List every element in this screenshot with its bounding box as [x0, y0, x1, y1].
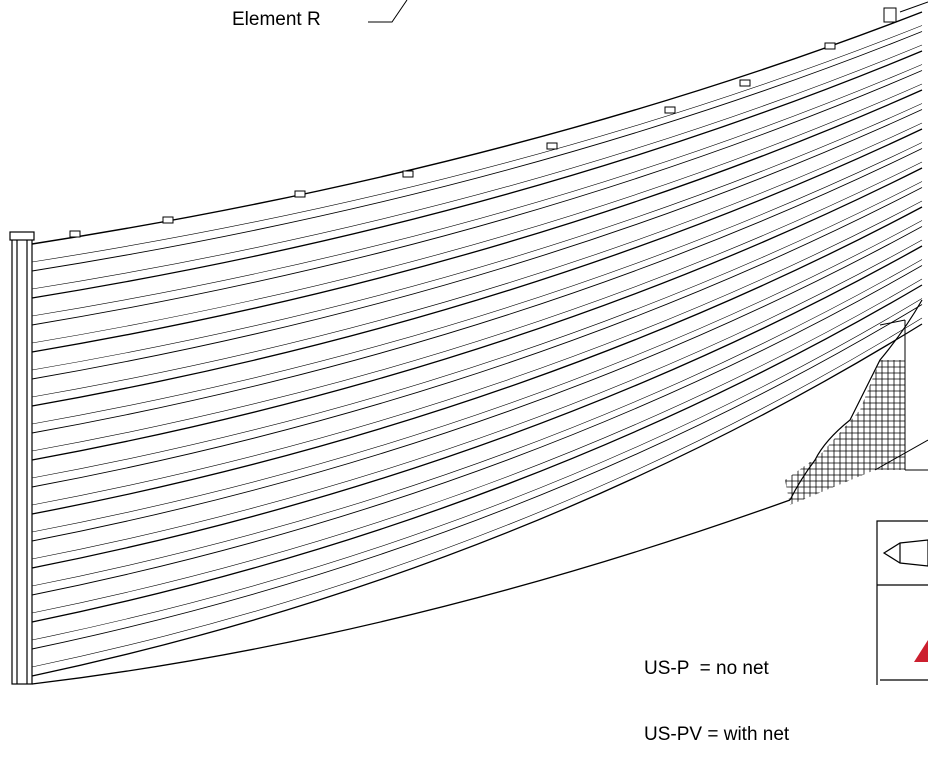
fence-panel-strips: [31, 11, 923, 685]
legend-code: US-PV: [644, 724, 703, 745]
legend-item-us-p: US-P = no net: [644, 658, 789, 680]
legend: US-P = no net US-PV = with net: [644, 614, 789, 768]
legend-code: US-P: [644, 658, 690, 679]
end-post: [9, 231, 35, 685]
warning-triangle-icon: [914, 640, 928, 662]
support-frame: [874, 319, 928, 471]
legend-separator: =: [702, 724, 724, 745]
wire-net: [785, 360, 905, 505]
callout-leader-line: [368, 0, 408, 23]
title-block: [876, 520, 928, 685]
legend-separator: =: [689, 658, 716, 679]
top-edge-fixtures: [69, 8, 896, 238]
legend-item-us-pv: US-PV = with net: [644, 724, 789, 746]
callout-label-element-r: Element R: [232, 9, 321, 30]
legend-meaning: no net: [716, 658, 769, 679]
legend-meaning: with net: [723, 724, 790, 745]
curved-fence-drawing: [9, 0, 928, 685]
right-end-cap: [883, 1, 928, 23]
